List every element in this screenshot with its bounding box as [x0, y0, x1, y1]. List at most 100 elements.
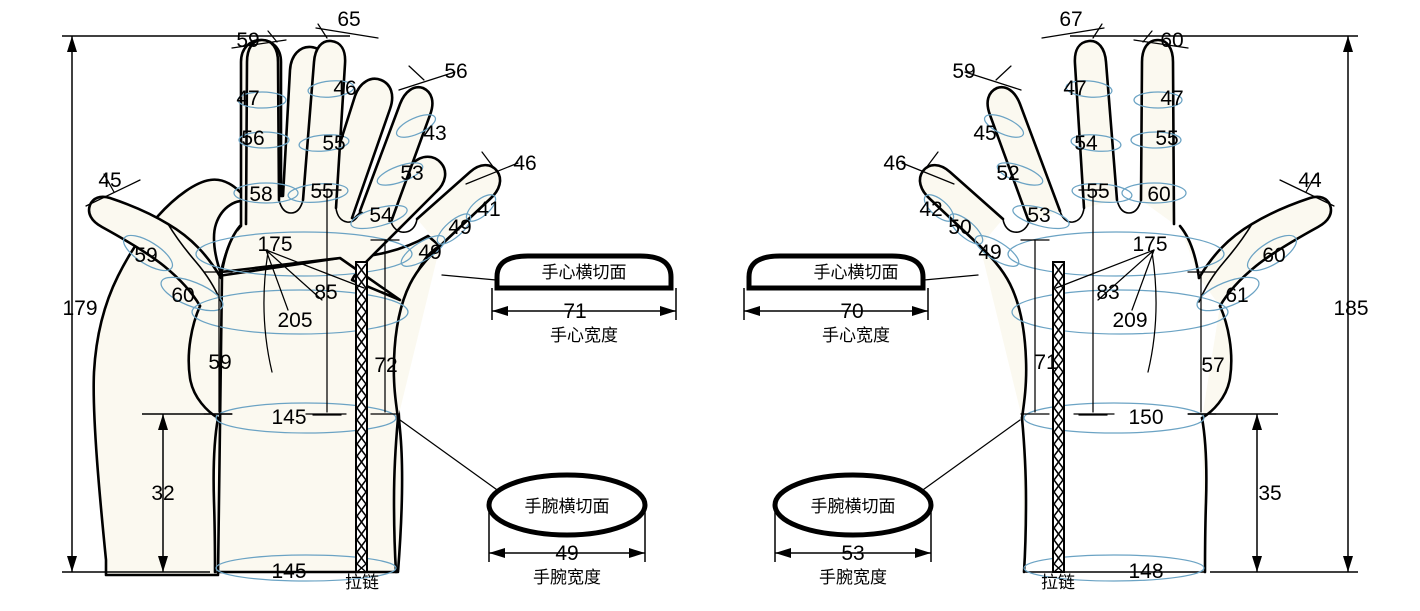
- left-wrist-section-caption: 手腕宽度: [533, 568, 601, 588]
- left-thumb-inner: [167, 223, 222, 303]
- right-cuff-right: [1020, 416, 1028, 574]
- left-middle: [301, 39, 347, 210]
- dim-right-thumbside-vert: 57: [1201, 354, 1224, 377]
- right-gap-3: [1002, 218, 1030, 233]
- left-palm-right: [392, 244, 442, 420]
- left-gap-3: [390, 218, 418, 233]
- dim-right-wrist-girth-top: 150: [1128, 406, 1163, 429]
- right-gap-2: [1059, 207, 1085, 223]
- right-middle: [1073, 39, 1119, 210]
- dim-left-wrist-girth-top: 145: [271, 406, 306, 429]
- dim-right-ring-upper: 45: [973, 122, 996, 145]
- dim-right-pinky-tip: 46: [883, 152, 906, 175]
- left-leaders: [62, 23, 519, 573]
- dim-left-index-upper: 47: [236, 87, 259, 110]
- dim-right-pinky-mid: 50: [948, 216, 971, 239]
- dim-right-middle-upper: 47: [1063, 77, 1086, 100]
- right-cross-sections: [743, 253, 934, 562]
- left-zipper-label: 拉链: [345, 573, 379, 593]
- dim-left-ring-upper: 43: [423, 122, 446, 145]
- dim-left-palm-center-vert: 85: [314, 281, 337, 304]
- dim-right-middle-base: 55: [1086, 180, 1109, 203]
- dim-left-pinky-tip: 46: [513, 152, 536, 175]
- right-palm-section-caption: 手心宽度: [822, 326, 890, 346]
- dim-right-ring-base: 53: [1027, 204, 1050, 227]
- dim-left-wrist-girth-bottom: 145: [271, 560, 306, 583]
- left-section-ellipses: [122, 80, 497, 582]
- right-gap-1: [1116, 199, 1142, 214]
- right-cuff-left: [1200, 416, 1208, 574]
- dim-left-ring-tip: 56: [444, 60, 467, 83]
- left-cuff-left: [212, 416, 220, 574]
- right-dimension-labels: 60 67 59 46 44 47 55 60 47 54 55 45 52 5…: [811, 8, 1369, 593]
- dim-left-palm-girth-upper: 175: [257, 233, 292, 256]
- dim-left-pinky-base: 49: [418, 241, 441, 264]
- left-hand-group: 59 65 56 46 45 47 56 58 46 55 55 43 53 5…: [62, 8, 677, 593]
- dim-left-overall-height: 179: [62, 297, 97, 320]
- dim-right-index-mid: 55: [1155, 127, 1178, 150]
- dim-right-ring-mid: 52: [996, 162, 1019, 185]
- right-wrist-section-width: 53: [841, 542, 864, 565]
- dim-left-index-mid: 56: [241, 127, 264, 150]
- right-zipper-label: 拉链: [1041, 573, 1075, 593]
- dim-right-wrist-girth-bottom: 148: [1128, 560, 1163, 583]
- dim-right-thumb-tip: 44: [1298, 169, 1322, 192]
- dim-left-thumb-base: 60: [171, 284, 194, 307]
- dim-left-middle-mid: 55: [322, 132, 345, 155]
- left-wrist-section-width: 49: [555, 542, 578, 565]
- left-palm-section-width: 71: [563, 300, 586, 323]
- dim-right-middle-tip: 67: [1059, 8, 1082, 31]
- left-palm-cross-section: 手心横切面 71 手心宽度: [491, 253, 677, 346]
- dim-right-thumb-mid: 60: [1262, 244, 1285, 267]
- dim-right-palm-center-vert: 83: [1096, 281, 1119, 304]
- dim-right-thumb-base: 61: [1225, 284, 1248, 307]
- left-dimension-labels: 59 65 56 46 45 47 56 58 46 55 55 43 53 5…: [62, 8, 536, 593]
- left-palm-section-label: 手心横切面: [542, 263, 627, 283]
- right-wrist-section-label: 手腕横切面: [811, 497, 896, 517]
- dim-right-middle-mid: 54: [1074, 132, 1098, 155]
- right-hand-group: [743, 23, 1358, 582]
- dim-right-index-tip: 60: [1160, 29, 1183, 52]
- dim-right-pinky-base: 49: [978, 241, 1001, 264]
- dim-right-ring-tip: 59: [952, 60, 975, 83]
- right-leaders: [901, 23, 1358, 573]
- dim-left-thumbside-vert: 59: [208, 351, 231, 374]
- dim-right-index-upper: 47: [1160, 87, 1183, 110]
- dim-left-middle-upper: 46: [333, 77, 356, 100]
- dim-right-palm-girth-lower: 209: [1112, 309, 1147, 332]
- right-palm-section-label: 手心横切面: [814, 263, 899, 283]
- dim-left-middle-base: 55: [310, 180, 333, 203]
- dim-left-thumb-mid: 59: [134, 244, 157, 267]
- dim-right-overall-height: 185: [1333, 297, 1368, 320]
- left-zipper: [355, 261, 368, 573]
- right-palm-section-width: 70: [840, 300, 863, 323]
- right-wrist-section-caption: 手腕宽度: [819, 568, 887, 588]
- right-palm-right: [978, 244, 1028, 420]
- dim-left-pinky-mid: 49: [448, 216, 471, 239]
- dim-right-pinky-upper: 42: [919, 198, 942, 221]
- right-palm-left: [1200, 304, 1233, 420]
- dim-left-index-base: 58: [249, 183, 272, 206]
- right-zipper: [1052, 261, 1065, 573]
- left-wrist-section-label-2: 手腕横切面: [525, 497, 610, 517]
- left-palm-section-caption: 手心宽度: [550, 326, 618, 346]
- dim-left-pinky-upper: 41: [477, 198, 500, 221]
- right-section-ellipses: [923, 80, 1298, 582]
- left-wrist-cross-section: 手腕横切面 49 手腕宽度: [486, 472, 648, 588]
- right-ring: [986, 85, 1062, 224]
- left-ring: [358, 85, 434, 224]
- right-thumb-inner: [1198, 223, 1253, 303]
- dim-right-pinkyside-vert: 71: [1034, 351, 1057, 374]
- dim-right-palm-girth-upper: 175: [1132, 233, 1167, 256]
- dim-left-cuff-height: 32: [151, 482, 174, 505]
- dim-left-index-tip: 59: [236, 29, 259, 52]
- left-cuff-right: [392, 416, 400, 574]
- dim-right-cuff-height: 35: [1258, 482, 1281, 505]
- left-palm-left: [187, 304, 220, 420]
- dim-left-pinkyside-vert: 72: [374, 354, 397, 377]
- dim-right-index-base: 60: [1147, 183, 1170, 206]
- left-gap-1: [278, 199, 304, 214]
- dim-left-ring-mid: 53: [400, 162, 423, 185]
